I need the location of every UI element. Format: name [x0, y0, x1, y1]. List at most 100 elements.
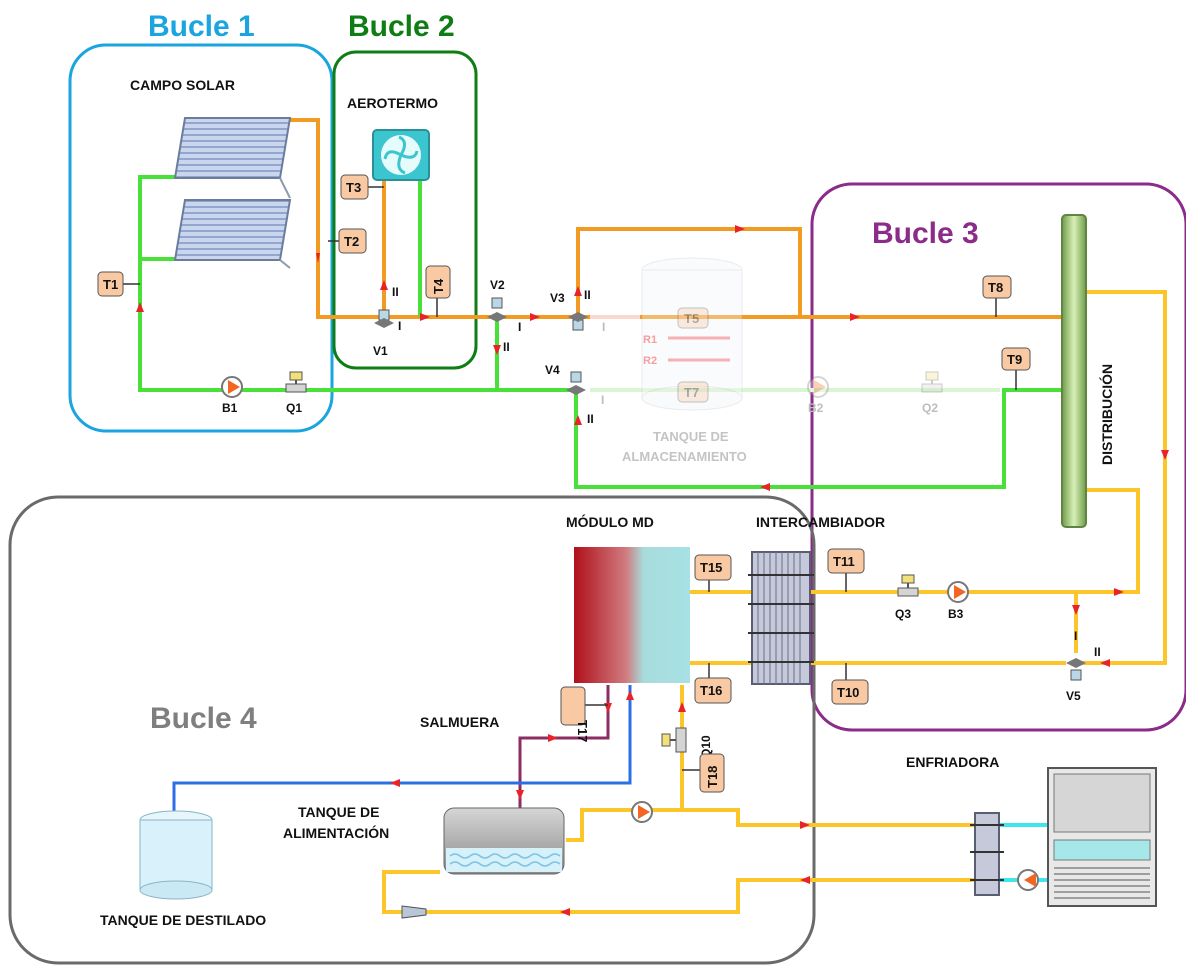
bucle2-box: [332, 50, 478, 370]
pump-b1-icon: [221, 376, 243, 398]
tanque-almac-heading-2: ALMACENAMIENTO: [622, 449, 747, 464]
sensor-t3: T3: [340, 174, 369, 200]
sensor-t16: T16: [694, 677, 732, 704]
svg-text:T17: T17: [575, 720, 590, 742]
q1-label: Q1: [286, 401, 302, 415]
distillate-pipe: [172, 685, 632, 815]
svg-text:I: I: [518, 320, 521, 334]
svg-text:II: II: [1094, 645, 1101, 659]
svg-text:T8: T8: [988, 280, 1003, 295]
faded-pipes: [590, 315, 1000, 392]
valve-v2-icon: [487, 297, 507, 322]
hot-pipes: [288, 118, 1062, 319]
chiller-exchanger-icon: [970, 812, 1004, 896]
chiller-unit-icon: [1047, 767, 1157, 907]
sensor-t4: T4: [425, 265, 451, 299]
svg-text:II: II: [392, 285, 399, 299]
sensor-t8: T8: [982, 275, 1012, 299]
loop3-pipes: [810, 290, 1167, 665]
bucle2-title: Bucle 2: [348, 10, 455, 43]
enfriadora-heading: ENFRIADORA: [906, 754, 999, 770]
flow-arrows: [136, 225, 1169, 916]
nozzle-icon: [401, 905, 427, 919]
storage-tank-icon: [641, 257, 743, 411]
r1-label: R1: [643, 334, 657, 346]
svg-text:II: II: [584, 288, 591, 302]
v3-label: V3: [550, 291, 565, 305]
sensor-t10: T10: [831, 679, 869, 705]
sensor-t9: T9: [1001, 347, 1031, 371]
sensor-t5: T5: [677, 307, 709, 329]
pump-b3-icon: [947, 581, 969, 603]
solar-panel-icon: [173, 117, 292, 269]
svg-text:T16: T16: [700, 683, 722, 698]
feed-tank-icon: [443, 807, 565, 875]
bucle1-box: [68, 43, 334, 433]
md-module-icon: [574, 547, 690, 683]
svg-text:II: II: [587, 412, 594, 426]
svg-text:T3: T3: [346, 180, 361, 195]
svg-text:T2: T2: [344, 234, 359, 249]
heat-exchanger-icon: [748, 551, 814, 685]
flowmeter-q3-icon: [897, 574, 919, 597]
salmuera-heading: SALMUERA: [420, 714, 499, 730]
valve-v4-icon: [566, 371, 586, 395]
modulo-md-heading: MÓDULO MD: [566, 513, 654, 530]
sensor-t17: T17: [560, 686, 590, 742]
fan-icon: [372, 129, 430, 181]
tanque-alim-heading-2: ALIMENTACIÓN: [283, 824, 389, 841]
aerotermo-heading: AEROTERMO: [347, 95, 438, 111]
distribution-header: [1061, 214, 1087, 528]
bucle3-title: Bucle 3: [872, 217, 979, 250]
port-labels: II I I II II I I II I II: [392, 285, 1101, 659]
r2-label: R2: [643, 355, 657, 367]
distillate-tank-icon: [139, 810, 213, 900]
q2-label: Q2: [922, 401, 938, 415]
b2-label: B2: [808, 401, 824, 415]
q10-label: Q10: [699, 735, 713, 758]
svg-text:T4: T4: [431, 278, 446, 294]
intercambiador-heading: INTERCAMBIADOR: [756, 514, 885, 530]
pump-b2-icon: [807, 376, 829, 398]
svg-text:I: I: [1074, 629, 1077, 643]
tanque-destilado-heading: TANQUE DE DESTILADO: [100, 912, 266, 928]
sensor-t15: T15: [694, 554, 732, 581]
svg-text:I: I: [398, 319, 401, 333]
sensor-t18: T18: [699, 753, 725, 793]
b3-label: B3: [948, 607, 964, 621]
sensor-t7: T7: [677, 381, 709, 403]
sensor-t11: T11: [827, 548, 865, 574]
tanque-almac-heading-1: TANQUE DE: [653, 429, 729, 444]
pump-chiller-icon: [1017, 869, 1039, 891]
v2-label: V2: [490, 278, 505, 292]
svg-text:T5: T5: [684, 311, 699, 326]
bucle1-title: Bucle 1: [148, 10, 255, 43]
svg-text:T15: T15: [700, 560, 722, 575]
valve-v3-icon: [568, 312, 588, 331]
bucle4-title: Bucle 4: [150, 702, 257, 735]
valve-v5-icon: [1066, 658, 1086, 681]
svg-text:II: II: [503, 340, 510, 354]
svg-text:T10: T10: [837, 685, 859, 700]
bucle4-box: [8, 495, 816, 965]
b1-label: B1: [222, 401, 238, 415]
svg-text:I: I: [601, 393, 604, 407]
svg-text:I: I: [602, 320, 605, 334]
bucle3-box: [810, 182, 1186, 732]
v5-label: V5: [1066, 689, 1081, 703]
sensor-t2: T2: [338, 228, 367, 254]
svg-text:T9: T9: [1007, 352, 1022, 367]
tanque-alim-heading-1: TANQUE DE: [298, 804, 379, 820]
sensor-leaders: [123, 186, 1017, 771]
v4-label: V4: [545, 363, 560, 377]
pump-feed-icon: [631, 801, 653, 823]
svg-text:T1: T1: [103, 277, 118, 292]
valve-v1-icon: [374, 309, 394, 328]
svg-text:T11: T11: [833, 554, 855, 569]
q3-label: Q3: [895, 607, 911, 621]
campo-solar-heading: CAMPO SOLAR: [130, 77, 235, 93]
flowmeter-q1-icon: [285, 371, 307, 393]
svg-text:T7: T7: [684, 385, 699, 400]
sensor-t1: T1: [97, 271, 124, 297]
